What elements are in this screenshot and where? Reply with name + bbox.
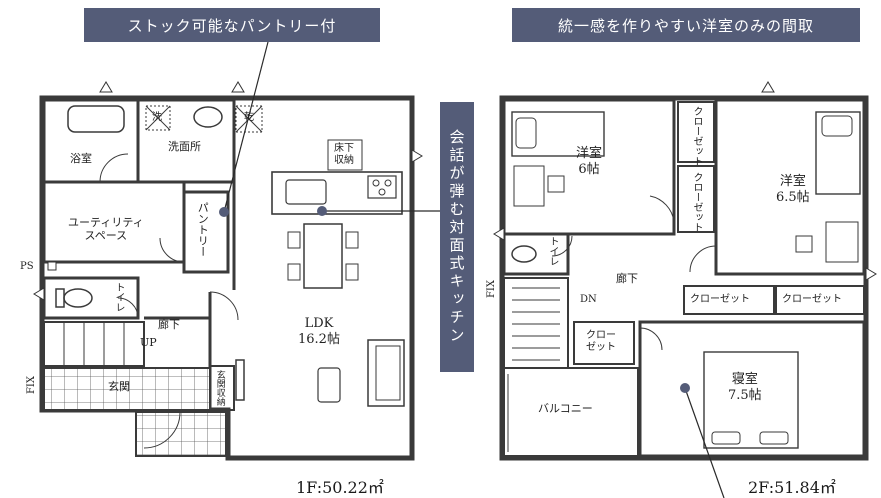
label-bathroom: 浴室	[70, 152, 92, 165]
western2-walls	[714, 98, 866, 276]
label-washroom: 洗面所	[168, 140, 201, 153]
floor1-plan	[39, 95, 415, 461]
label-fix-2f: FIX	[486, 280, 497, 299]
area-1f: 1F:50.22㎡	[296, 478, 384, 497]
closet-a	[683, 285, 775, 315]
label-ps: PS	[20, 261, 34, 272]
label-pantry: パントリー	[196, 202, 210, 257]
label-western2: 洋室 6.5帖	[776, 174, 810, 205]
label-underfloor: 床下 収納	[334, 143, 354, 166]
label-wash-mark: 洗	[152, 112, 162, 123]
closet-b	[775, 285, 865, 315]
toilet-2f-walls	[502, 232, 570, 276]
closet-c	[573, 321, 635, 365]
label-bedroom: 寝室 7.5帖	[728, 372, 762, 403]
label-up: UP	[140, 336, 157, 349]
label-entrance-storage: 玄関収納	[214, 370, 225, 406]
label-hallway-1f: 廊下	[158, 318, 180, 331]
floor2-plan	[499, 95, 869, 461]
label-closet-a: クローゼット	[690, 294, 750, 305]
bathtub	[67, 105, 125, 133]
label-toilet-2f: トイレ	[547, 236, 558, 266]
stairs-1f	[43, 321, 145, 367]
label-hallway-2f: 廊下	[616, 272, 638, 285]
entrance-porch-tiles	[135, 411, 227, 457]
label-ldk: LDK 16.2帖	[298, 316, 340, 347]
callout-kitchen: 会話が弾む対面式キッチン	[440, 102, 474, 372]
wash-basin	[193, 106, 223, 128]
floor2-outer-wall	[499, 95, 869, 461]
balcony-walls	[503, 367, 639, 457]
entrance-tiles	[43, 367, 211, 411]
label-balcony: バルコニー	[538, 402, 593, 415]
label-entrance: 玄関	[108, 380, 130, 393]
kitchen-counter	[271, 171, 403, 215]
closet-v2	[677, 165, 715, 233]
label-closet-v1: クローゼット	[691, 106, 702, 166]
label-utility: ユーティリティ スペース	[68, 216, 144, 243]
label-closet-c: クロー ゼット	[586, 330, 616, 353]
label-toilet-1f: トイレ	[113, 282, 124, 312]
label-closet-v2: クローゼット	[691, 172, 702, 232]
closet-v1	[677, 101, 715, 163]
callout-western-rooms: 統一感を作りやすい洋室のみの間取	[512, 8, 860, 42]
bedroom-walls	[638, 320, 866, 458]
area-2f: 2F:51.84㎡	[748, 478, 836, 497]
label-western1: 洋室 6帖	[576, 146, 603, 177]
label-closet-b: クローゼット	[782, 294, 842, 305]
label-fix-1f: FIX	[26, 376, 37, 395]
stairs-2f	[503, 277, 569, 369]
label-dry-mark: 乾	[244, 112, 254, 123]
western1-walls	[502, 98, 676, 236]
floor1-outer-wall	[39, 95, 415, 461]
dining-table	[303, 223, 343, 289]
sofa	[367, 339, 405, 407]
label-dn: DN	[580, 294, 597, 305]
callout-pantry: ストック可能なパントリー付	[84, 8, 380, 42]
